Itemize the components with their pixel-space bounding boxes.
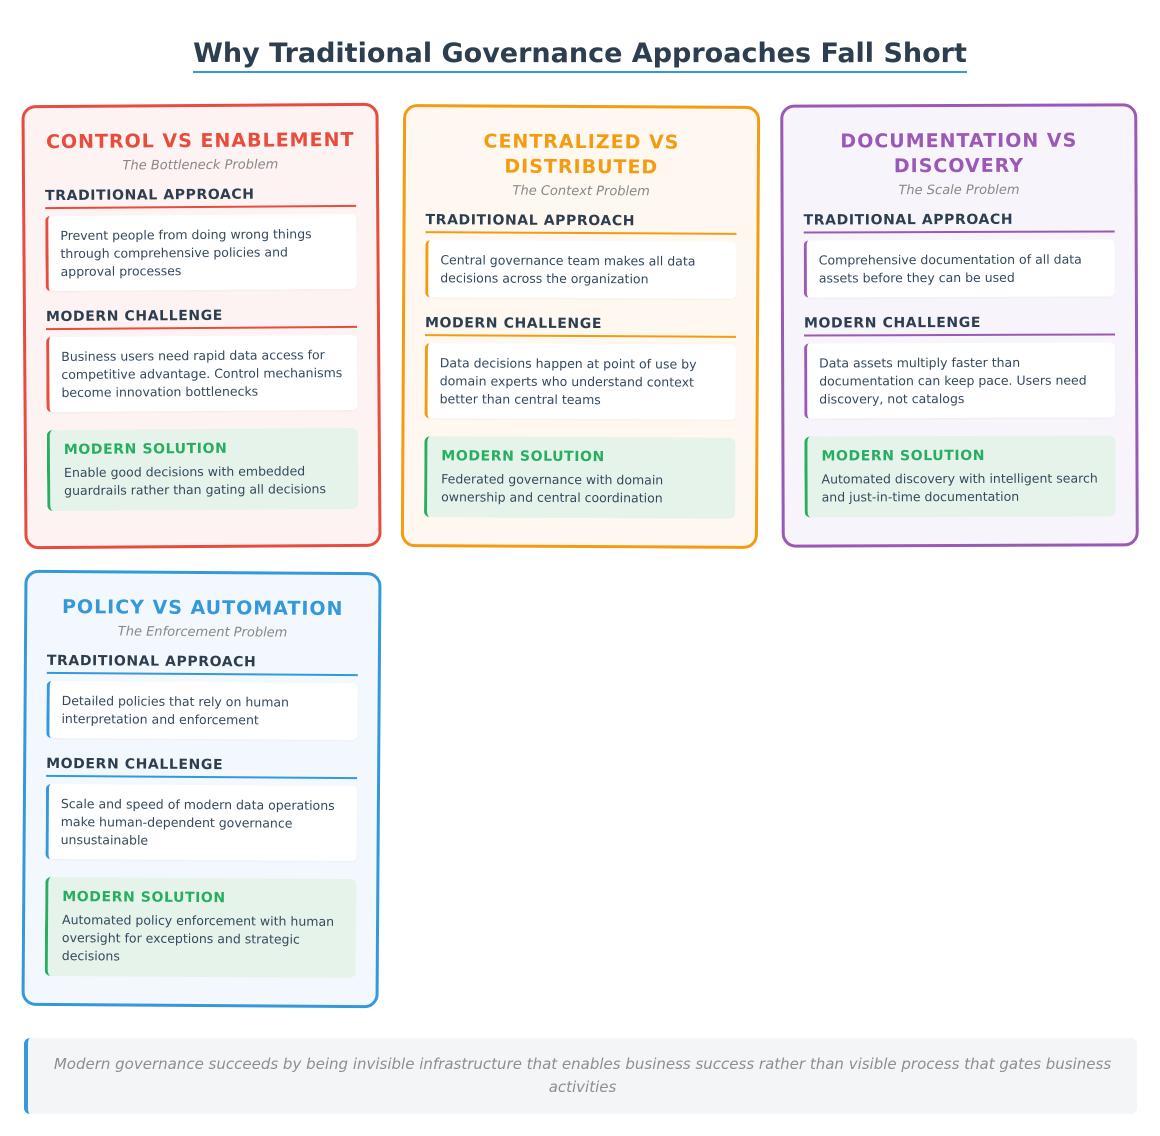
modern-solution-heading: MODERN SOLUTION (62, 889, 226, 907)
modern-challenge-heading: MODERN CHALLENGE (803, 314, 1116, 337)
modern-solution-text: Enable good decisions with embedded guar… (63, 463, 327, 498)
modern-challenge-heading: MODERN CHALLENGE (45, 306, 358, 331)
page-title-text: Why Traditional Governance Approaches Fa… (193, 38, 967, 73)
modern-solution-box: MODERN SOLUTION Automated policy enforce… (44, 876, 357, 979)
modern-challenge-heading: MODERN CHALLENGE (46, 755, 358, 780)
card-title: DOCUMENTATION VS DISCOVERY (840, 129, 1078, 178)
page-title: Why Traditional Governance Approaches Fa… (0, 38, 1160, 73)
traditional-approach-heading: TRADITIONAL APPROACH (425, 212, 737, 235)
modern-challenge-text: Business users need rapid data access fo… (46, 334, 358, 413)
traditional-approach-heading: TRADITIONAL APPROACH (803, 211, 1115, 234)
traditional-approach-text: Central governance team makes all data d… (425, 240, 737, 299)
traditional-approach-heading: TRADITIONAL APPROACH (45, 185, 357, 210)
card-centralized-vs-distributed: CENTRALIZED VS DISTRIBUTED The Context P… (400, 104, 761, 549)
modern-challenge-text: Data decisions happen at point of use by… (424, 343, 736, 420)
modern-solution-heading: MODERN SOLUTION (821, 447, 986, 465)
card-policy-vs-automation: POLICY VS AUTOMATION The Enforcement Pro… (21, 569, 382, 1009)
card-title: POLICY VS AUTOMATION (61, 596, 344, 620)
traditional-approach-text: Prevent people from doing wrong things t… (45, 213, 357, 292)
modern-solution-box: MODERN SOLUTION Automated discovery with… (804, 435, 1116, 518)
modern-solution-heading: MODERN SOLUTION (441, 448, 605, 466)
card-subtitle: The Bottleneck Problem (122, 157, 279, 174)
card-control-vs-enablement: CONTROL VS ENABLEMENT The Bottleneck Pro… (21, 102, 382, 550)
modern-solution-text: Federated governance with domain ownersh… (441, 471, 664, 506)
modern-solution-text: Automated discovery with intelligent sea… (821, 470, 1098, 505)
traditional-approach-text: Comprehensive documentation of all data … (803, 239, 1115, 298)
card-documentation-vs-discovery: DOCUMENTATION VS DISCOVERY The Scale Pro… (780, 103, 1139, 548)
card-title: CENTRALIZED VS DISTRIBUTED (483, 130, 680, 179)
card-subtitle: The Enforcement Problem (117, 624, 288, 641)
modern-solution-box: MODERN SOLUTION Federated governance wit… (423, 436, 736, 519)
modern-solution-heading: MODERN SOLUTION (63, 440, 228, 458)
modern-solution-text: Automated policy enforcement with human … (61, 912, 335, 964)
card-subtitle: The Context Problem (512, 183, 650, 200)
footer-quote: Modern governance succeeds by being invi… (24, 1038, 1137, 1114)
modern-solution-box: MODERN SOLUTION Enable good decisions wi… (46, 427, 359, 512)
modern-challenge-text: Scale and speed of modern data operation… (45, 783, 358, 862)
traditional-approach-heading: TRADITIONAL APPROACH (46, 652, 358, 677)
modern-challenge-heading: MODERN CHALLENGE (424, 315, 737, 338)
traditional-approach-text: Detailed policies that rely on human int… (46, 680, 358, 741)
card-subtitle: The Scale Problem (898, 182, 1020, 199)
card-title: CONTROL VS ENABLEMENT (45, 128, 355, 154)
modern-challenge-text: Data assets multiply faster than documen… (804, 342, 1116, 419)
